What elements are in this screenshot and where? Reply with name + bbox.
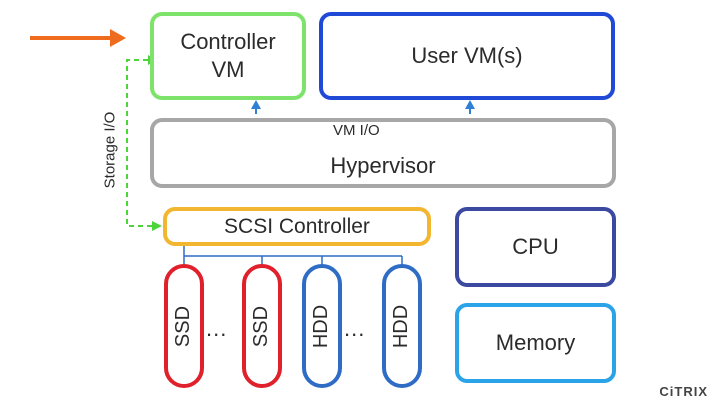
vm-io-arrowhead-right	[465, 100, 475, 109]
scsi-controller-label: SCSI Controller	[224, 214, 370, 238]
ssd-disk-2: SSD	[242, 264, 282, 388]
ellipsis-ssd: ...	[206, 316, 228, 341]
hdd-disk-2: HDD	[382, 264, 422, 388]
hypervisor-label: Hypervisor	[330, 153, 436, 178]
vm-io-label: VM I/O	[330, 122, 383, 139]
hdd-disk-1-label: HDD	[310, 304, 333, 348]
user-vms-box: User VM(s)	[319, 12, 615, 100]
user-vms-label: User VM(s)	[411, 43, 523, 68]
pointer-arrowhead	[110, 29, 126, 47]
hypervisor-box: Hypervisor	[150, 118, 616, 188]
ssd-disk-1: SSD	[164, 264, 204, 388]
cpu-box: CPU	[455, 207, 616, 287]
storage-io-label: Storage I/O	[101, 111, 119, 189]
hdd-disk-1: HDD	[302, 264, 342, 388]
memory-label: Memory	[495, 330, 576, 355]
controller-vm-label: Controller VM	[180, 29, 276, 82]
storage-io-line	[126, 59, 152, 227]
ssd-disk-1-label: SSD	[172, 305, 195, 347]
storage-io-arrowhead-bottom	[152, 221, 162, 231]
citrix-logo: CiTRIX	[659, 384, 708, 399]
memory-box: Memory	[455, 303, 616, 383]
ellipsis-hdd: ...	[344, 316, 366, 341]
cpu-label: CPU	[512, 234, 559, 259]
scsi-controller-box: SCSI Controller	[163, 207, 431, 246]
vm-io-arrowhead-left	[251, 100, 261, 109]
hdd-disk-2-label: HDD	[390, 304, 413, 348]
controller-vm-box: Controller VM	[150, 12, 306, 100]
ssd-disk-2-label: SSD	[250, 305, 273, 347]
